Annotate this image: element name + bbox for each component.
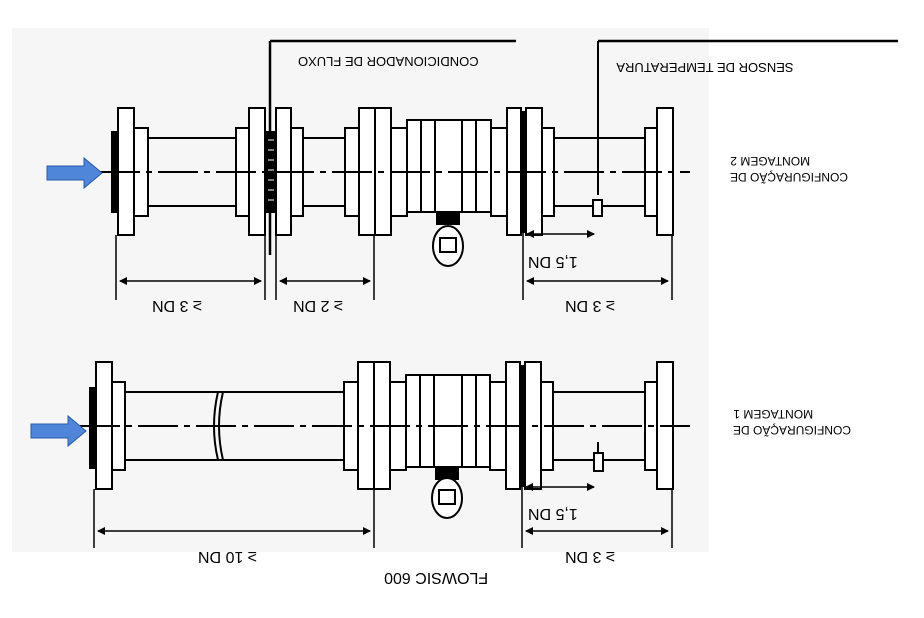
temperature-sensor-top <box>592 199 603 217</box>
flow-arrow-bottom <box>30 414 87 448</box>
config2-sensor-offset-dim: 1,5 DN <box>528 253 578 270</box>
config1-title-line2: MONTAGEM 1 <box>733 407 813 421</box>
temperature-sensor-label: SENSOR DE TEMPERATURA <box>616 60 794 75</box>
flow-conditioner-label: CONDICIONADOR DE FLUXO <box>298 54 479 69</box>
flow-arrow-top <box>46 156 103 190</box>
configuration-2-pipeline <box>100 39 898 300</box>
config2-title-line1: CONFIGURAÇÃO DE <box>730 170 848 184</box>
config1-downstream-dim: ≥ 3 DN <box>565 548 615 565</box>
config2-downstream-dim: ≥ 3 DN <box>565 297 615 314</box>
config2-upstream-2-dim: ≥ 2 DN <box>293 297 343 314</box>
meter-name-label: FLOWSIC 600 <box>384 569 488 586</box>
config1-title-line1: CONFIGURAÇÃO DE <box>733 423 851 437</box>
configuration-1-pipeline <box>80 361 690 548</box>
config1-upstream-dim: ≥ 10 DN <box>198 548 257 565</box>
temperature-sensor-bottom <box>593 452 604 472</box>
config2-upstream-1-dim: ≥ 3 DN <box>152 297 202 314</box>
config2-title-line2: MONTAGEM 2 <box>730 154 810 168</box>
config1-sensor-offset-dim: 1,5 DN <box>528 505 578 522</box>
